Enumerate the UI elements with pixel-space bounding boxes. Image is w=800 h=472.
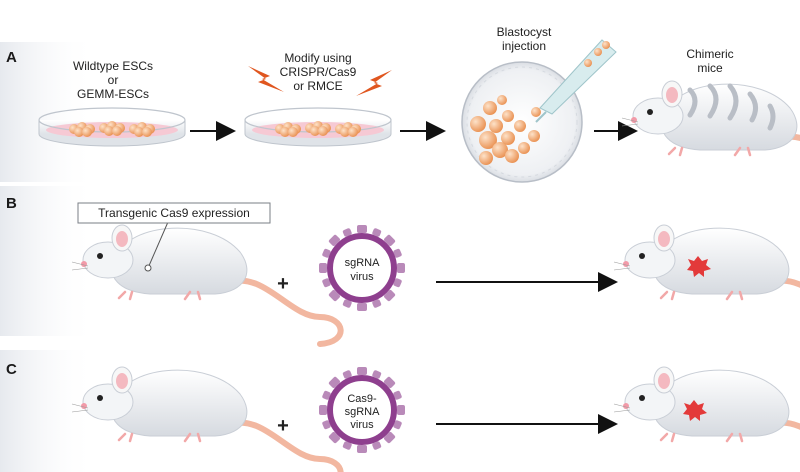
- injection-caption-line-1: Blastocyst: [497, 25, 552, 39]
- modify-caption-line-2: CRISPR/Cas9: [280, 65, 357, 79]
- esc-caption-line-3: GEMM-ESCs: [77, 87, 149, 101]
- panel-label-a: A: [6, 49, 17, 66]
- modify-caption-line-3: or RMCE: [293, 79, 342, 93]
- virus-label-line-2: sgRNA: [345, 406, 381, 418]
- panel-label-c: C: [6, 361, 17, 378]
- modify-caption-line-1: Modify using: [284, 51, 351, 65]
- chimera-caption-line-1: Chimeric: [686, 47, 733, 61]
- modify-caption: Modify using CRISPR/Cas9 or RMCE: [280, 51, 357, 93]
- virus-label-line-1: sgRNA: [345, 257, 381, 269]
- injection-caption: Blastocyst injection: [497, 25, 552, 53]
- esc-caption: Wildtype ESCs or GEMM-ESCs: [73, 59, 153, 101]
- callout-box: [77, 202, 271, 224]
- mouse-icon: [622, 81, 800, 200]
- pipette-icon: [535, 39, 617, 123]
- esc-caption-line-2: or: [108, 73, 119, 87]
- callout-leader: [147, 221, 169, 269]
- plus-sign: +: [277, 273, 289, 295]
- chimera-caption-line-2: mice: [697, 61, 723, 75]
- callout-text: Transgenic Cas9 expression: [98, 206, 250, 220]
- virus-label-line-1: Cas9-: [347, 393, 377, 405]
- virus-label-line-3: virus: [350, 419, 374, 431]
- chimera-caption: Chimeric mice: [686, 47, 733, 75]
- panel-label-b: B: [6, 195, 17, 212]
- callout-dot: [144, 264, 152, 272]
- plus-sign: +: [277, 415, 289, 437]
- blastocyst-icon: [461, 61, 583, 183]
- esc-caption-line-1: Wildtype ESCs: [73, 59, 153, 73]
- virus-label-line-2: virus: [350, 271, 374, 283]
- injection-caption-line-2: injection: [502, 39, 546, 53]
